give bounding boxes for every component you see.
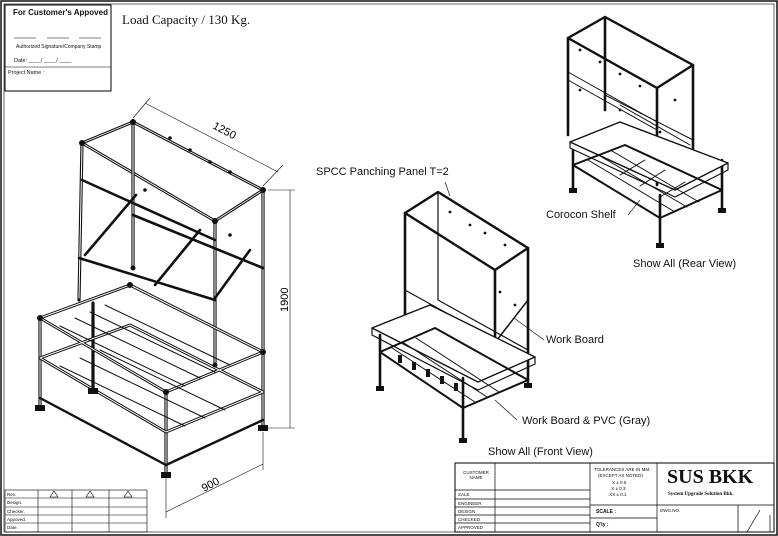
scale-label: SCALE : [596, 509, 616, 515]
approved-row-label: Appoved. [7, 517, 27, 522]
tolerance-x: X ± 0.5 [612, 480, 627, 485]
company-logo: SUS BKK [667, 466, 754, 488]
role-sale: SALE [458, 492, 470, 497]
rear-view-drawing [566, 15, 729, 248]
label-work-board-pvc: Work Board & PVC (Gray) [522, 415, 651, 427]
design-row-label: Design. [7, 500, 23, 505]
approval-box-frame [4, 4, 112, 92]
dwg-no-label: DWG.NO. [660, 508, 681, 513]
label-rear-view: Show All (Rear View) [633, 258, 737, 270]
label-work-board: Work Board [546, 334, 604, 346]
dimension-height: 1900 [279, 288, 291, 312]
role-engineer: ENGINEER [458, 501, 482, 506]
revision-triangle-icon [85, 490, 95, 498]
role-checked: CHECKED [458, 517, 481, 522]
revision-triangle-icon [49, 490, 59, 498]
dimension-lines [132, 97, 295, 518]
checker-row-label: Checker. [7, 509, 25, 514]
project-name-field: Project Name : [8, 70, 45, 76]
title-block-frame [454, 462, 775, 533]
role-design: DESIGN [458, 509, 476, 514]
company-subtitle: System Upgrade Solution Bkk. [668, 492, 734, 497]
label-front-view: Show All (Front View) [488, 446, 593, 458]
revision-table-frame [4, 489, 148, 533]
tolerances-sub: (EXCEPT AS NOTED) [598, 473, 643, 478]
customer-name-label: CUSTOMER NAME [463, 470, 489, 480]
date-row-label: Date. [7, 525, 18, 530]
tolerances-title: TOLERANCES ARE IN MM. [594, 467, 651, 472]
tolerance-xxx: .XX ± 0.1 [608, 492, 627, 497]
main-rack-drawing [35, 119, 268, 478]
role-approved: APPROVED [458, 525, 484, 530]
rev-row-label: Rev. [7, 492, 16, 497]
signature-caption: Authorized Signature/Company Stamp [16, 44, 102, 50]
qty-label: Q'ty : [596, 522, 609, 528]
load-capacity-note: Load Capacity / 130 Kg. [122, 12, 251, 27]
label-corocon-shelf: Corocon Shelf [546, 209, 616, 221]
tolerance-xx: .X ± 0.3 [610, 486, 626, 491]
leader-lines [444, 181, 641, 421]
date-field: Date: ____/ ____/ ____ [14, 58, 72, 64]
front-view-drawing [371, 190, 536, 443]
approval-title: For Customer's Appoved [13, 8, 108, 17]
label-spcc-panel: SPCC Panching Panel T=2 [316, 166, 449, 178]
dimension-depth: 900 [200, 475, 222, 494]
revision-triangle-icon [123, 490, 133, 498]
